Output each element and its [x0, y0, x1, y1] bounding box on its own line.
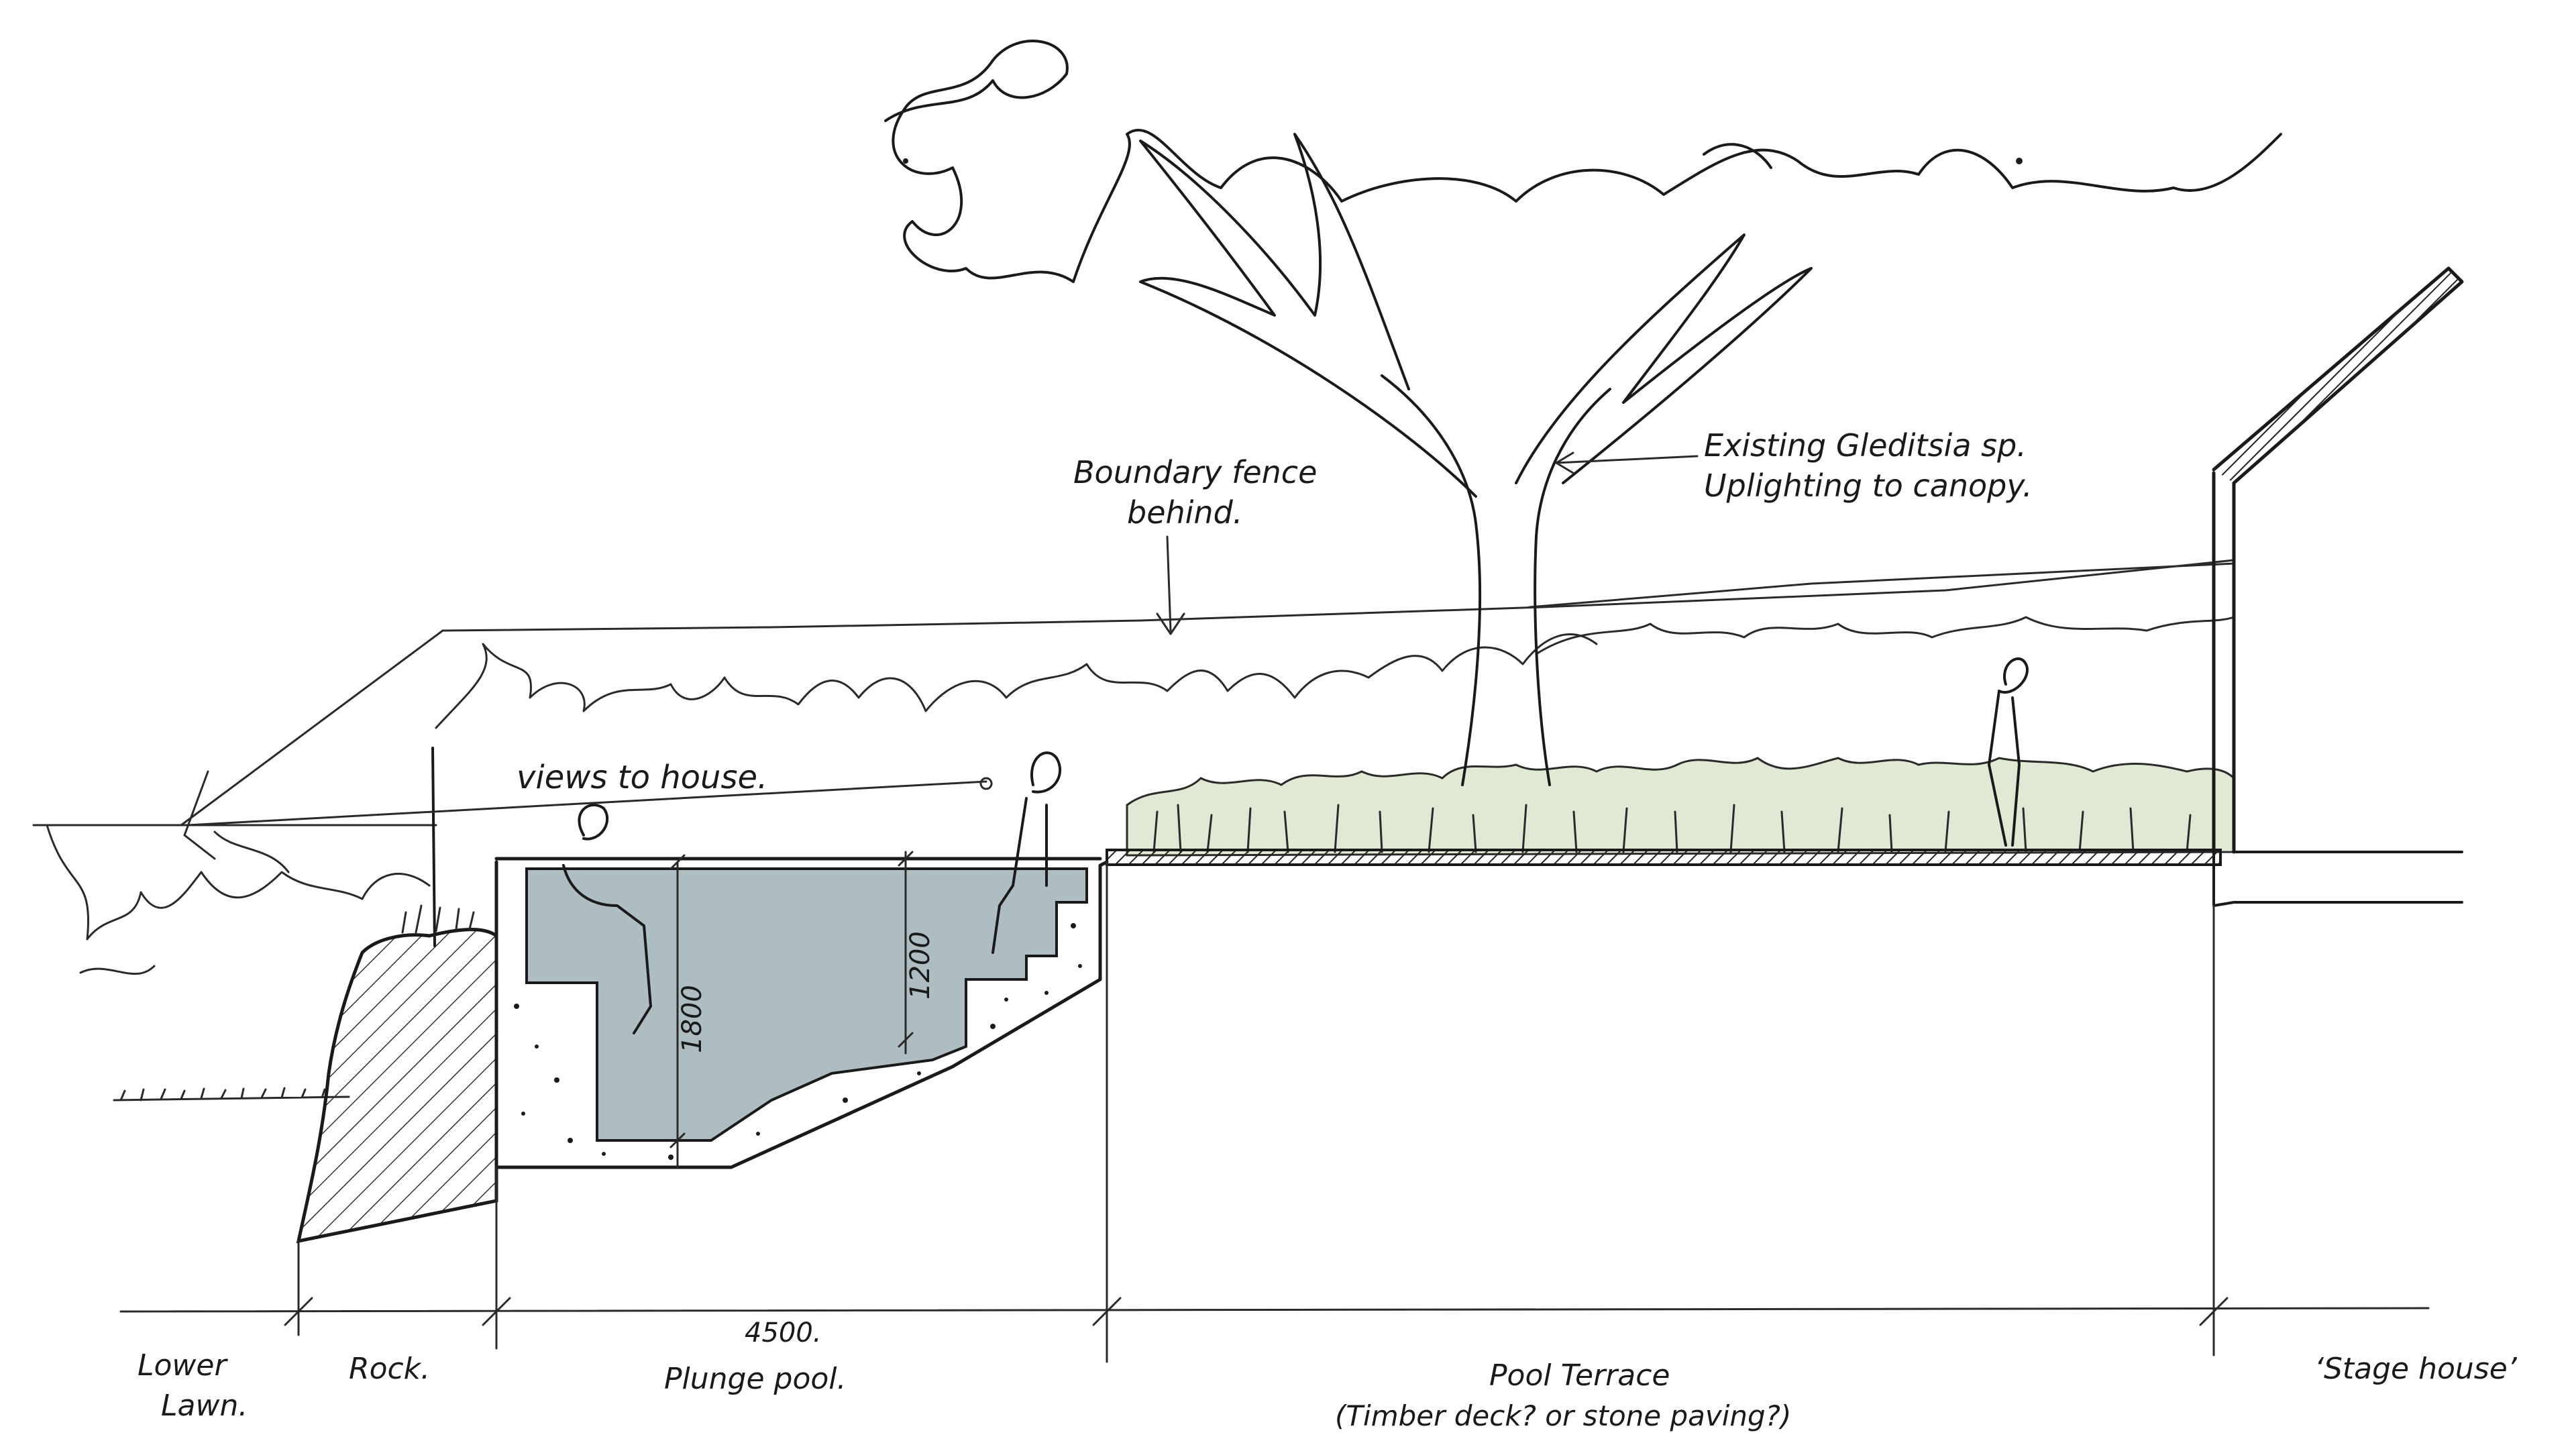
zone-divider-rock-pool	[482, 1166, 511, 1350]
zone-lower-lawn-1: Lower	[138, 1348, 228, 1383]
stage-house-roof	[2212, 266, 2464, 854]
fence-line-upper	[1528, 562, 2235, 608]
standing-person	[1988, 657, 2029, 847]
zone-pool-terrace-2: (Timber deck? or stone paving?)	[1335, 1399, 1791, 1432]
zone-divider-lawn-rock	[284, 1240, 313, 1336]
stage-house-roof-hatch	[2214, 268, 2462, 483]
rock-top-grass	[401, 904, 475, 934]
depth-dimension-1200	[898, 851, 914, 1055]
canopy-dot	[2016, 158, 2023, 164]
tree-branches	[1139, 133, 1813, 498]
zone-lower-lawn-2: Lawn.	[161, 1389, 248, 1423]
tree-label-1: Existing Gleditsia sp.	[1704, 427, 2027, 464]
pool-terrace-deck	[1106, 849, 2222, 866]
hedge-outline	[435, 633, 1598, 729]
stage-house-wall	[2212, 851, 2463, 907]
rock-section	[296, 928, 498, 1244]
zone-divider-pool-terrace	[1092, 861, 1122, 1363]
zone-pool-terrace-1: Pool Terrace	[1489, 1358, 1670, 1393]
depth-label-1200: 1200	[905, 931, 936, 1000]
depth-dimension-1800	[669, 854, 686, 1169]
zone-plunge-pool: Plunge pool.	[664, 1362, 847, 1396]
pool-width-dimension: 4500.	[745, 1318, 822, 1348]
planting-grass-strokes	[1152, 804, 2192, 853]
hedge-outline-right	[1535, 616, 2235, 655]
person-in-pool-right	[991, 751, 1061, 954]
zone-divider-terrace-house	[2199, 904, 2229, 1356]
fence-line	[441, 559, 2235, 632]
boundary-fence-label-2: behind.	[1127, 494, 1242, 531]
distant-foliage-left	[46, 824, 431, 975]
person-in-pool-left	[562, 804, 652, 1034]
terrace-planting	[1126, 757, 2235, 857]
rock-marker-post	[431, 747, 436, 947]
views-to-house-label: views to house.	[517, 759, 767, 796]
zone-rock: Rock.	[349, 1352, 430, 1386]
tree-label-2: Uplighting to canopy.	[1704, 468, 2033, 504]
zone-baseline	[119, 1307, 2430, 1313]
tree-canopy-outline	[884, 40, 2282, 283]
pool-water	[525, 867, 1088, 1142]
depth-label-1800: 1800	[677, 985, 708, 1053]
tree-trunk	[1381, 374, 1611, 786]
boundary-fence-leader	[1156, 535, 1185, 635]
canopy-dot	[903, 158, 908, 164]
concrete-aggregate	[514, 923, 1082, 1160]
tree-leader	[1555, 451, 1699, 474]
zone-stage-house: ‘Stage house’	[2314, 1352, 2518, 1386]
lawn-grass	[113, 1087, 350, 1102]
boundary-fence-label-1: Boundary fence	[1073, 454, 1317, 490]
views-sightline	[180, 629, 993, 860]
